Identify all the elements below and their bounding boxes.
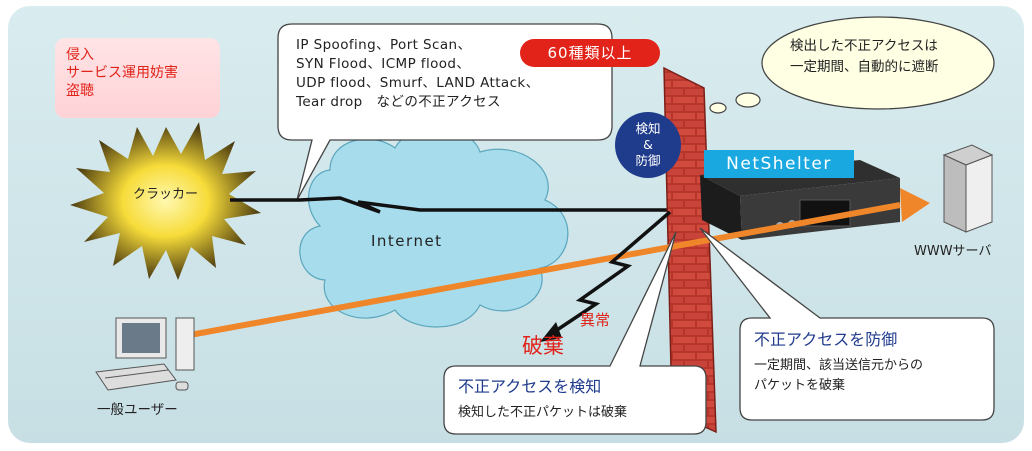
defend-callout [699,227,995,421]
badge-line: 防御 [635,153,661,168]
thought-dot [709,102,727,114]
defend-text: 一定期間、該当送信元からの パケットを破棄 [754,356,923,396]
anomaly-label: 異常 [580,311,611,329]
product-label: NetShelter [704,150,854,178]
defend-title: 不正アクセスを防御 [754,330,898,349]
user-traffic-line [189,202,901,338]
discard-bolt [547,210,672,338]
attack-line: UDP flood、Smurf、LAND Attack、 [296,75,540,91]
thought-text: 検出した不正アクセスは 一定期間、自動的に遮断 [790,36,939,78]
attack-list: IP Spoofing、Port Scan、 SYN Flood、ICMP fl… [296,36,540,112]
detect-callout [443,231,707,435]
internet-cloud [299,127,569,328]
user-label: 一般ユーザー [97,402,178,418]
thought-line: 一定期間、自動的に遮断 [790,59,939,75]
threat-item: 盗聴 [66,83,94,99]
detect-defend-badge: 検知 & 防御 [615,112,681,178]
thought-bubble [761,16,995,110]
cracker-label: クラッカー [133,187,199,202]
threat-box [55,38,220,118]
www-server [942,144,994,233]
defend-line: 一定期間、該当送信元からの [754,358,924,373]
detect-text: 検知した不正パケットは破棄 [458,405,628,420]
threat-item: 侵入 [66,47,94,63]
attack-line: Tear drop などの不正アクセス [296,94,501,110]
user-traffic-arrowhead [900,188,930,222]
threat-item: サービス運用妨害 [66,65,178,81]
badge-line: & [643,137,653,152]
attack-count-badge: 60種類以上 [520,39,660,67]
cracker-starburst [70,122,261,280]
server-label: WWWサーバ [914,244,992,259]
discard-arrowhead [540,322,562,342]
thought-dot [735,92,761,108]
internet-label: Internet [371,232,443,250]
threat-list: 侵入 サービス運用妨害 盗聴 [66,46,178,100]
attack-line: IP Spoofing、Port Scan、 [296,37,472,53]
attack-path-line [230,196,668,214]
defend-line: パケットを破棄 [754,378,846,393]
attack-line: SYN Flood、ICMP flood、 [296,56,471,72]
user-pc [95,317,195,391]
thought-line: 検出した不正アクセスは [790,38,938,54]
detect-title: 不正アクセスを検知 [458,377,602,396]
badge-line: 検知 [635,121,661,136]
discard-label: 破棄 [522,334,564,358]
attack-bubble [277,23,613,201]
